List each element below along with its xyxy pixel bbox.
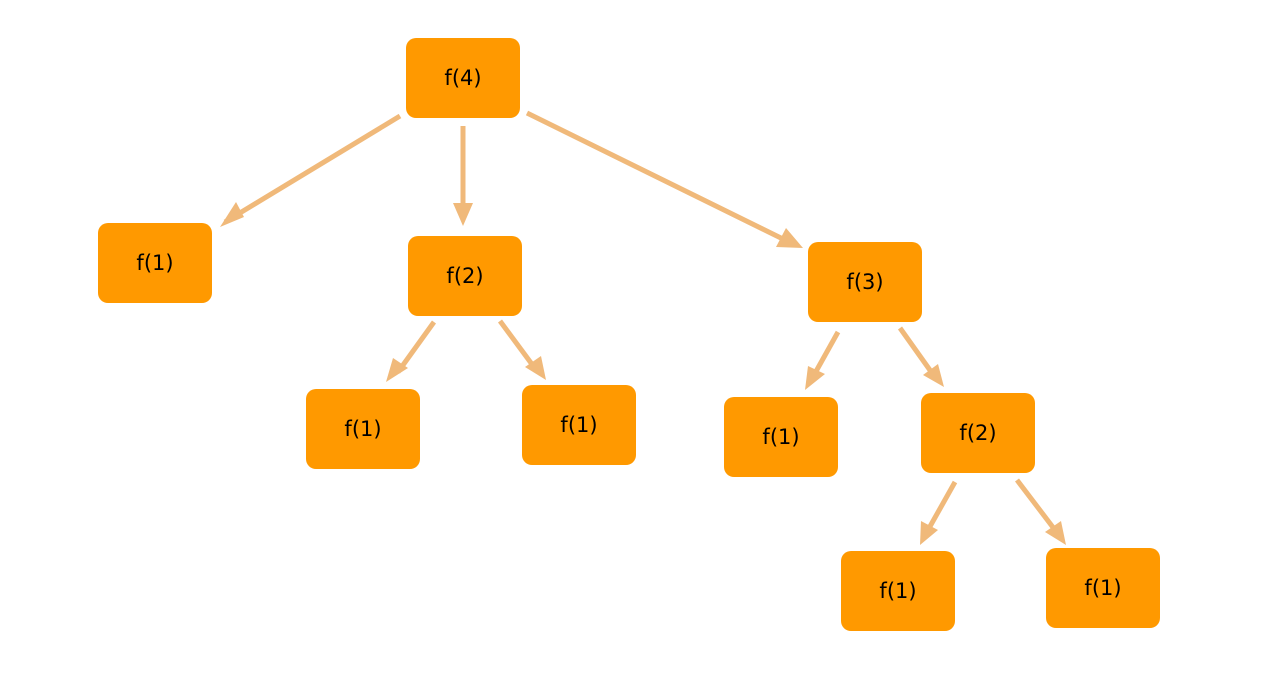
node-label: f(1) <box>1084 576 1122 600</box>
node-label: f(1) <box>136 251 174 275</box>
node-label: f(1) <box>762 425 800 449</box>
edge-f2b-to-f1-right-arrowhead <box>1045 521 1066 545</box>
edge-f2b-to-f1-left-arrowhead <box>920 521 938 545</box>
node-f1-b: f(1) <box>306 389 420 469</box>
edge-f3-to-f2 <box>897 326 935 375</box>
node-f1-e: f(1) <box>841 551 955 631</box>
node-f1-d: f(1) <box>724 397 838 477</box>
node-label: f(1) <box>344 417 382 441</box>
edge-f2-to-f1-left <box>395 320 437 374</box>
node-f3: f(3) <box>808 242 922 322</box>
edge-f2-to-f1-right-arrowhead <box>525 356 546 380</box>
node-f1-c: f(1) <box>522 385 636 465</box>
node-label: f(1) <box>560 413 598 437</box>
node-f4-root: f(4) <box>406 38 520 118</box>
node-label: f(3) <box>846 270 884 294</box>
edge-f2b-to-f1-right <box>1015 478 1057 532</box>
edge-f4-to-f1 <box>223 113 402 225</box>
edge-f4-to-f3-arrowhead <box>776 228 803 248</box>
edge-f4-to-f1-arrowhead <box>220 202 244 227</box>
node-f1-f: f(1) <box>1046 548 1160 628</box>
node-f2-b: f(2) <box>921 393 1035 473</box>
edge-f4-to-f3 <box>525 110 787 243</box>
edge-f2-to-f1-right <box>497 319 537 369</box>
node-label: f(2) <box>959 421 997 445</box>
edge-f2b-to-f1-left <box>925 480 958 532</box>
edge-f2-to-f1-left-arrowhead <box>386 358 408 382</box>
node-label: f(1) <box>879 579 917 603</box>
node-f2-a: f(2) <box>408 236 522 316</box>
node-f1-a: f(1) <box>98 223 212 303</box>
edge-f4-to-f2-arrowhead <box>453 203 473 226</box>
edge-f3-to-f1 <box>811 330 841 377</box>
node-label: f(4) <box>444 66 482 90</box>
edge-f3-to-f2-arrowhead <box>923 364 944 387</box>
node-label: f(2) <box>446 264 484 288</box>
edge-f3-to-f1-arrowhead <box>805 366 825 390</box>
